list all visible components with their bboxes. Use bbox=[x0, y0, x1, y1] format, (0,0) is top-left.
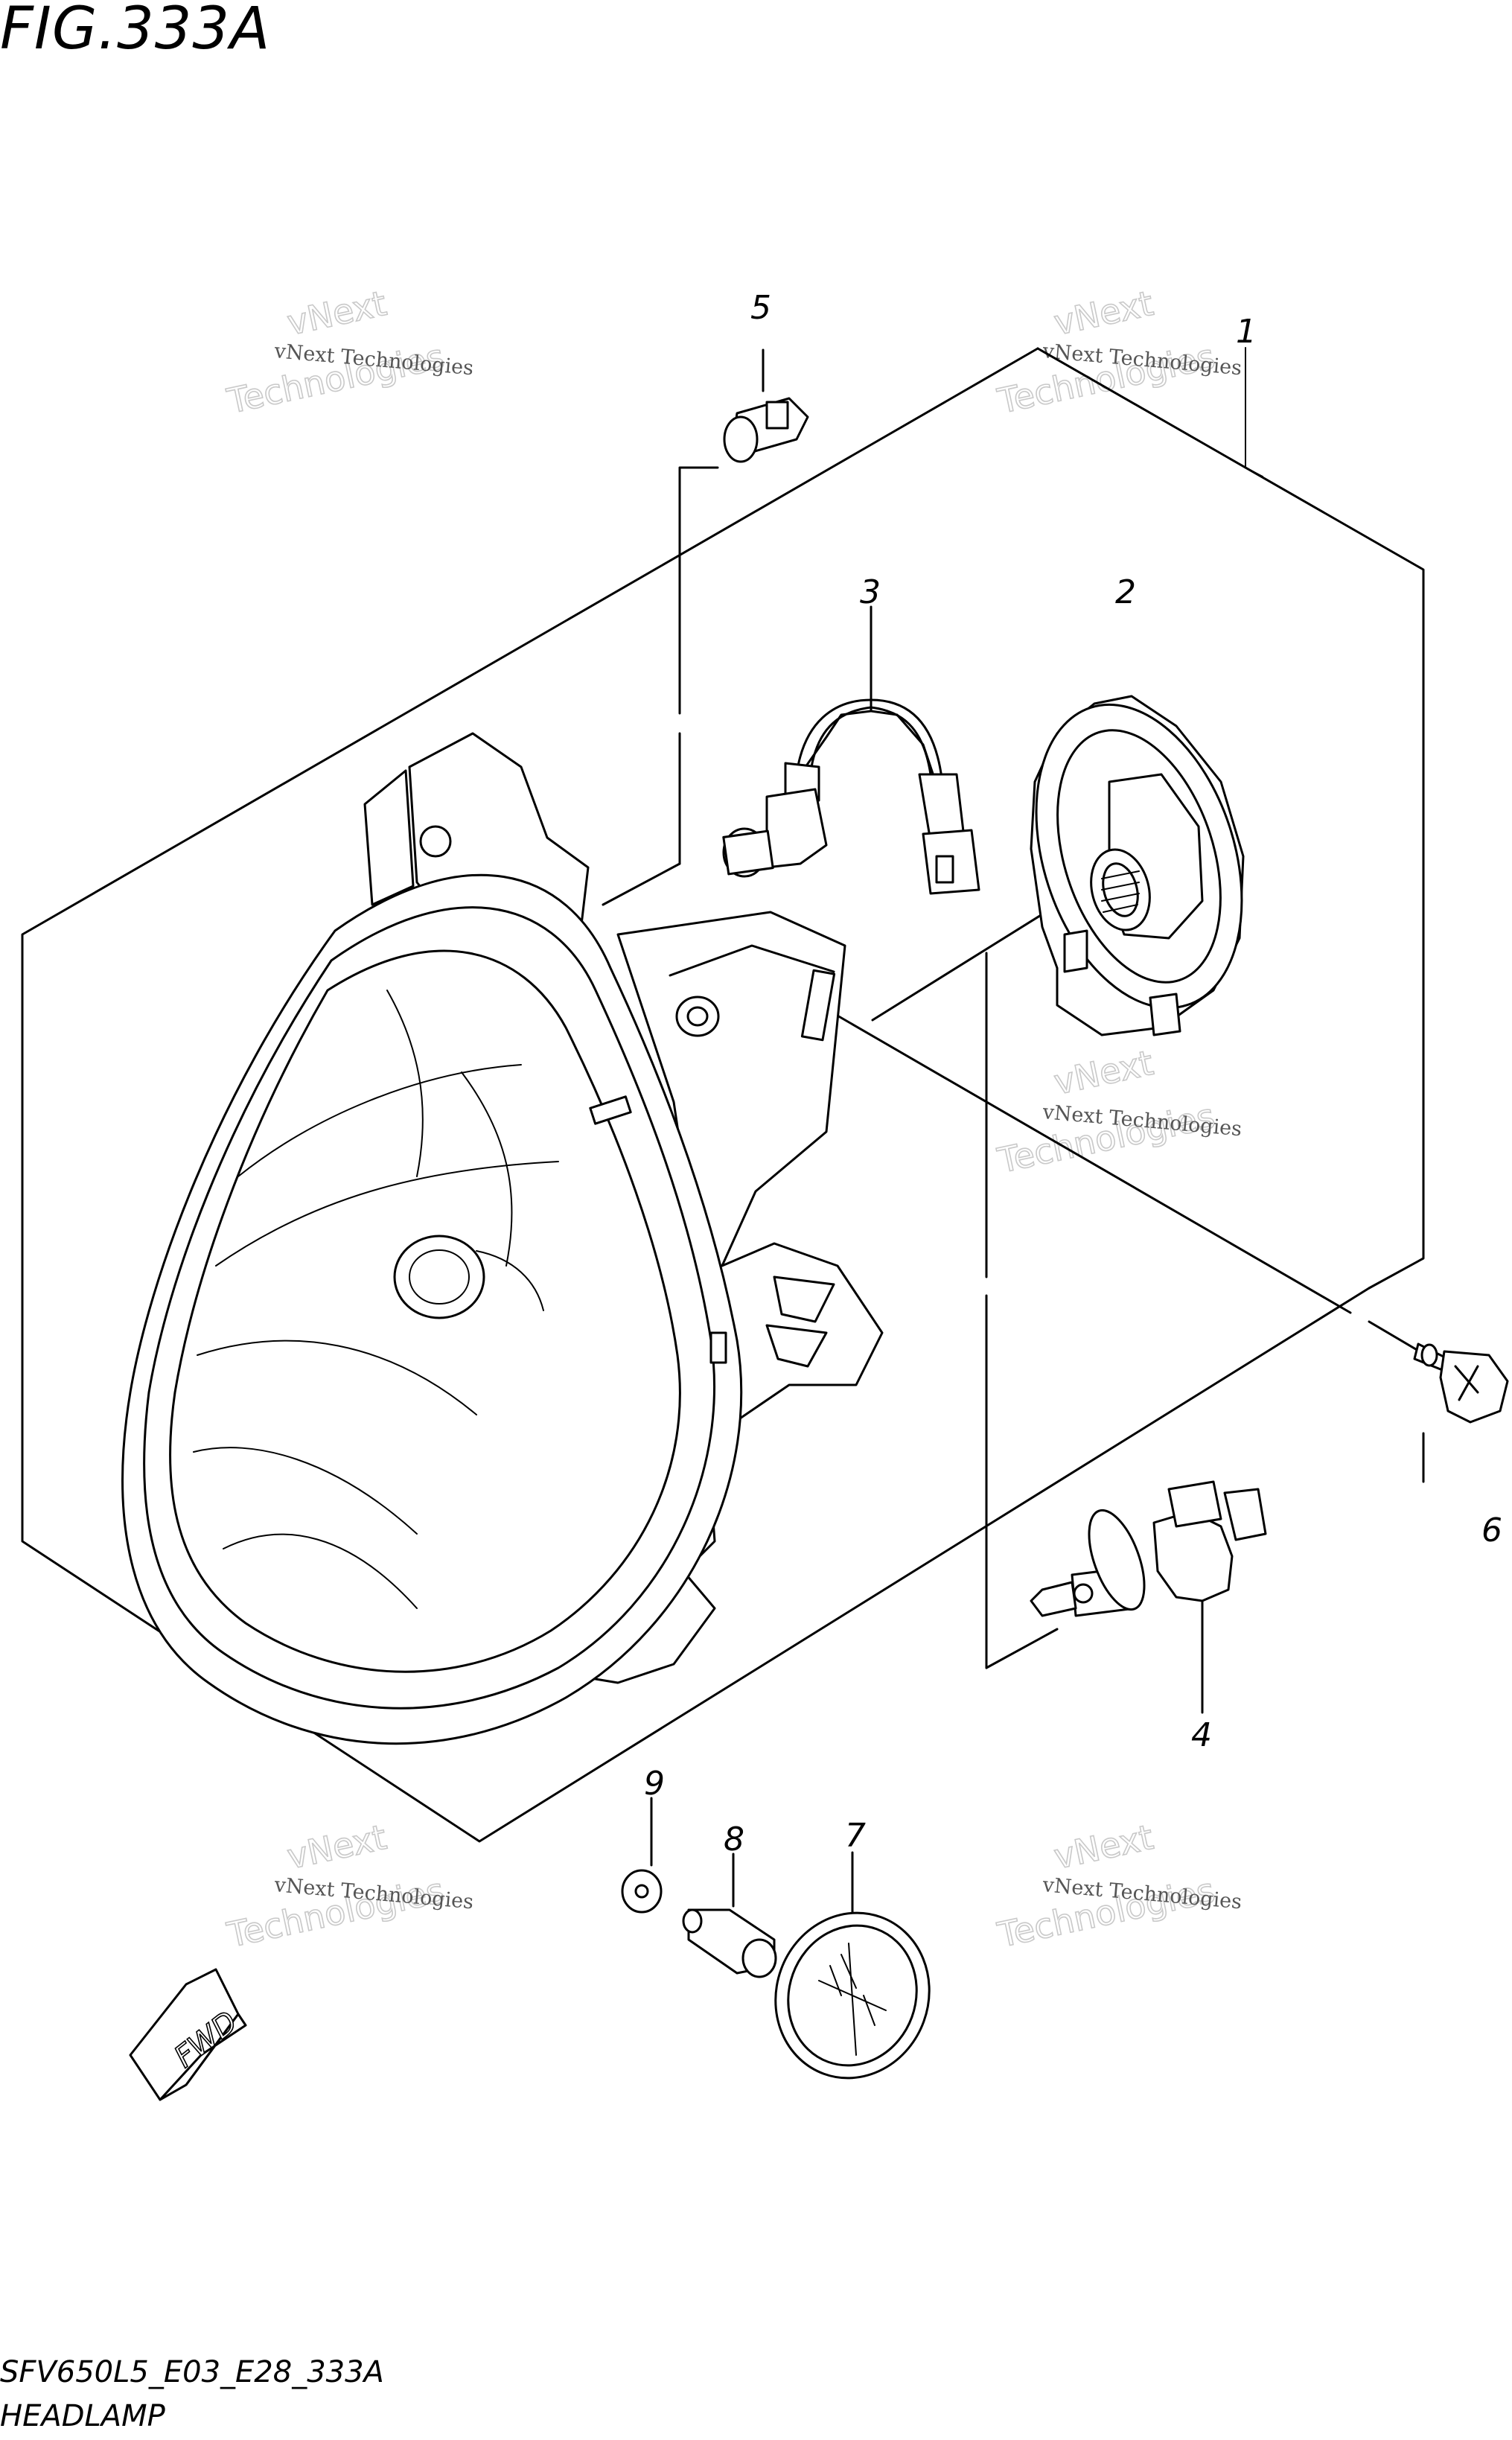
watermark-top-left: vNext Technologies vNext Technologies bbox=[223, 282, 474, 422]
headlamp-bulb bbox=[1030, 1480, 1267, 1714]
callout-4: 4 bbox=[1191, 1716, 1212, 1754]
diagram-name: HEADLAMP bbox=[0, 2399, 165, 2433]
assembly-outline bbox=[21, 347, 1425, 1843]
washer bbox=[621, 1797, 663, 1914]
position-lamp-bulb bbox=[723, 348, 809, 463]
position-lamp-socket bbox=[722, 605, 980, 895]
watermark-mid-right: vNext Technologies vNext Technologies bbox=[993, 1042, 1243, 1182]
headlamp-housing bbox=[121, 732, 884, 1745]
socket-cover bbox=[1030, 695, 1245, 1036]
mounting-bolt bbox=[1413, 1342, 1509, 1424]
cap bbox=[774, 1851, 931, 2080]
callout-7: 7 bbox=[845, 1817, 866, 1855]
watermark-bottom-left: vNext Technologies vNext Technologies bbox=[223, 1816, 474, 1956]
watermark-big-line1: vNext bbox=[1050, 283, 1157, 343]
callout-labels: 1 2 3 4 5 6 7 8 9 bbox=[644, 289, 1502, 1858]
watermark-bottom-right: vNext Technologies vNext Technologies bbox=[993, 1816, 1243, 1956]
watermark-top-right: vNext Technologies vNext Technologies bbox=[993, 282, 1243, 422]
watermark-big-line1: vNext bbox=[1050, 1817, 1157, 1877]
fwd-arrow: FWD bbox=[129, 1968, 247, 2101]
callout-8: 8 bbox=[724, 1821, 744, 1858]
figure-title: FIG.333A bbox=[0, 0, 271, 63]
callout-6: 6 bbox=[1481, 1512, 1502, 1549]
watermark-big-line1: vNext bbox=[284, 283, 390, 343]
diagram-code: SFV650L5_E03_E28_333A bbox=[0, 2355, 384, 2389]
callout-5: 5 bbox=[750, 289, 771, 327]
callout-3: 3 bbox=[860, 573, 881, 611]
callout-9: 9 bbox=[644, 1765, 665, 1803]
guide-lines bbox=[602, 466, 1425, 1669]
spacer bbox=[682, 1853, 777, 1978]
watermark-big-line1: vNext bbox=[1050, 1042, 1157, 1103]
callout-2: 2 bbox=[1115, 573, 1136, 611]
watermark-big-line1: vNext bbox=[284, 1817, 390, 1877]
callout-1: 1 bbox=[1236, 313, 1257, 351]
